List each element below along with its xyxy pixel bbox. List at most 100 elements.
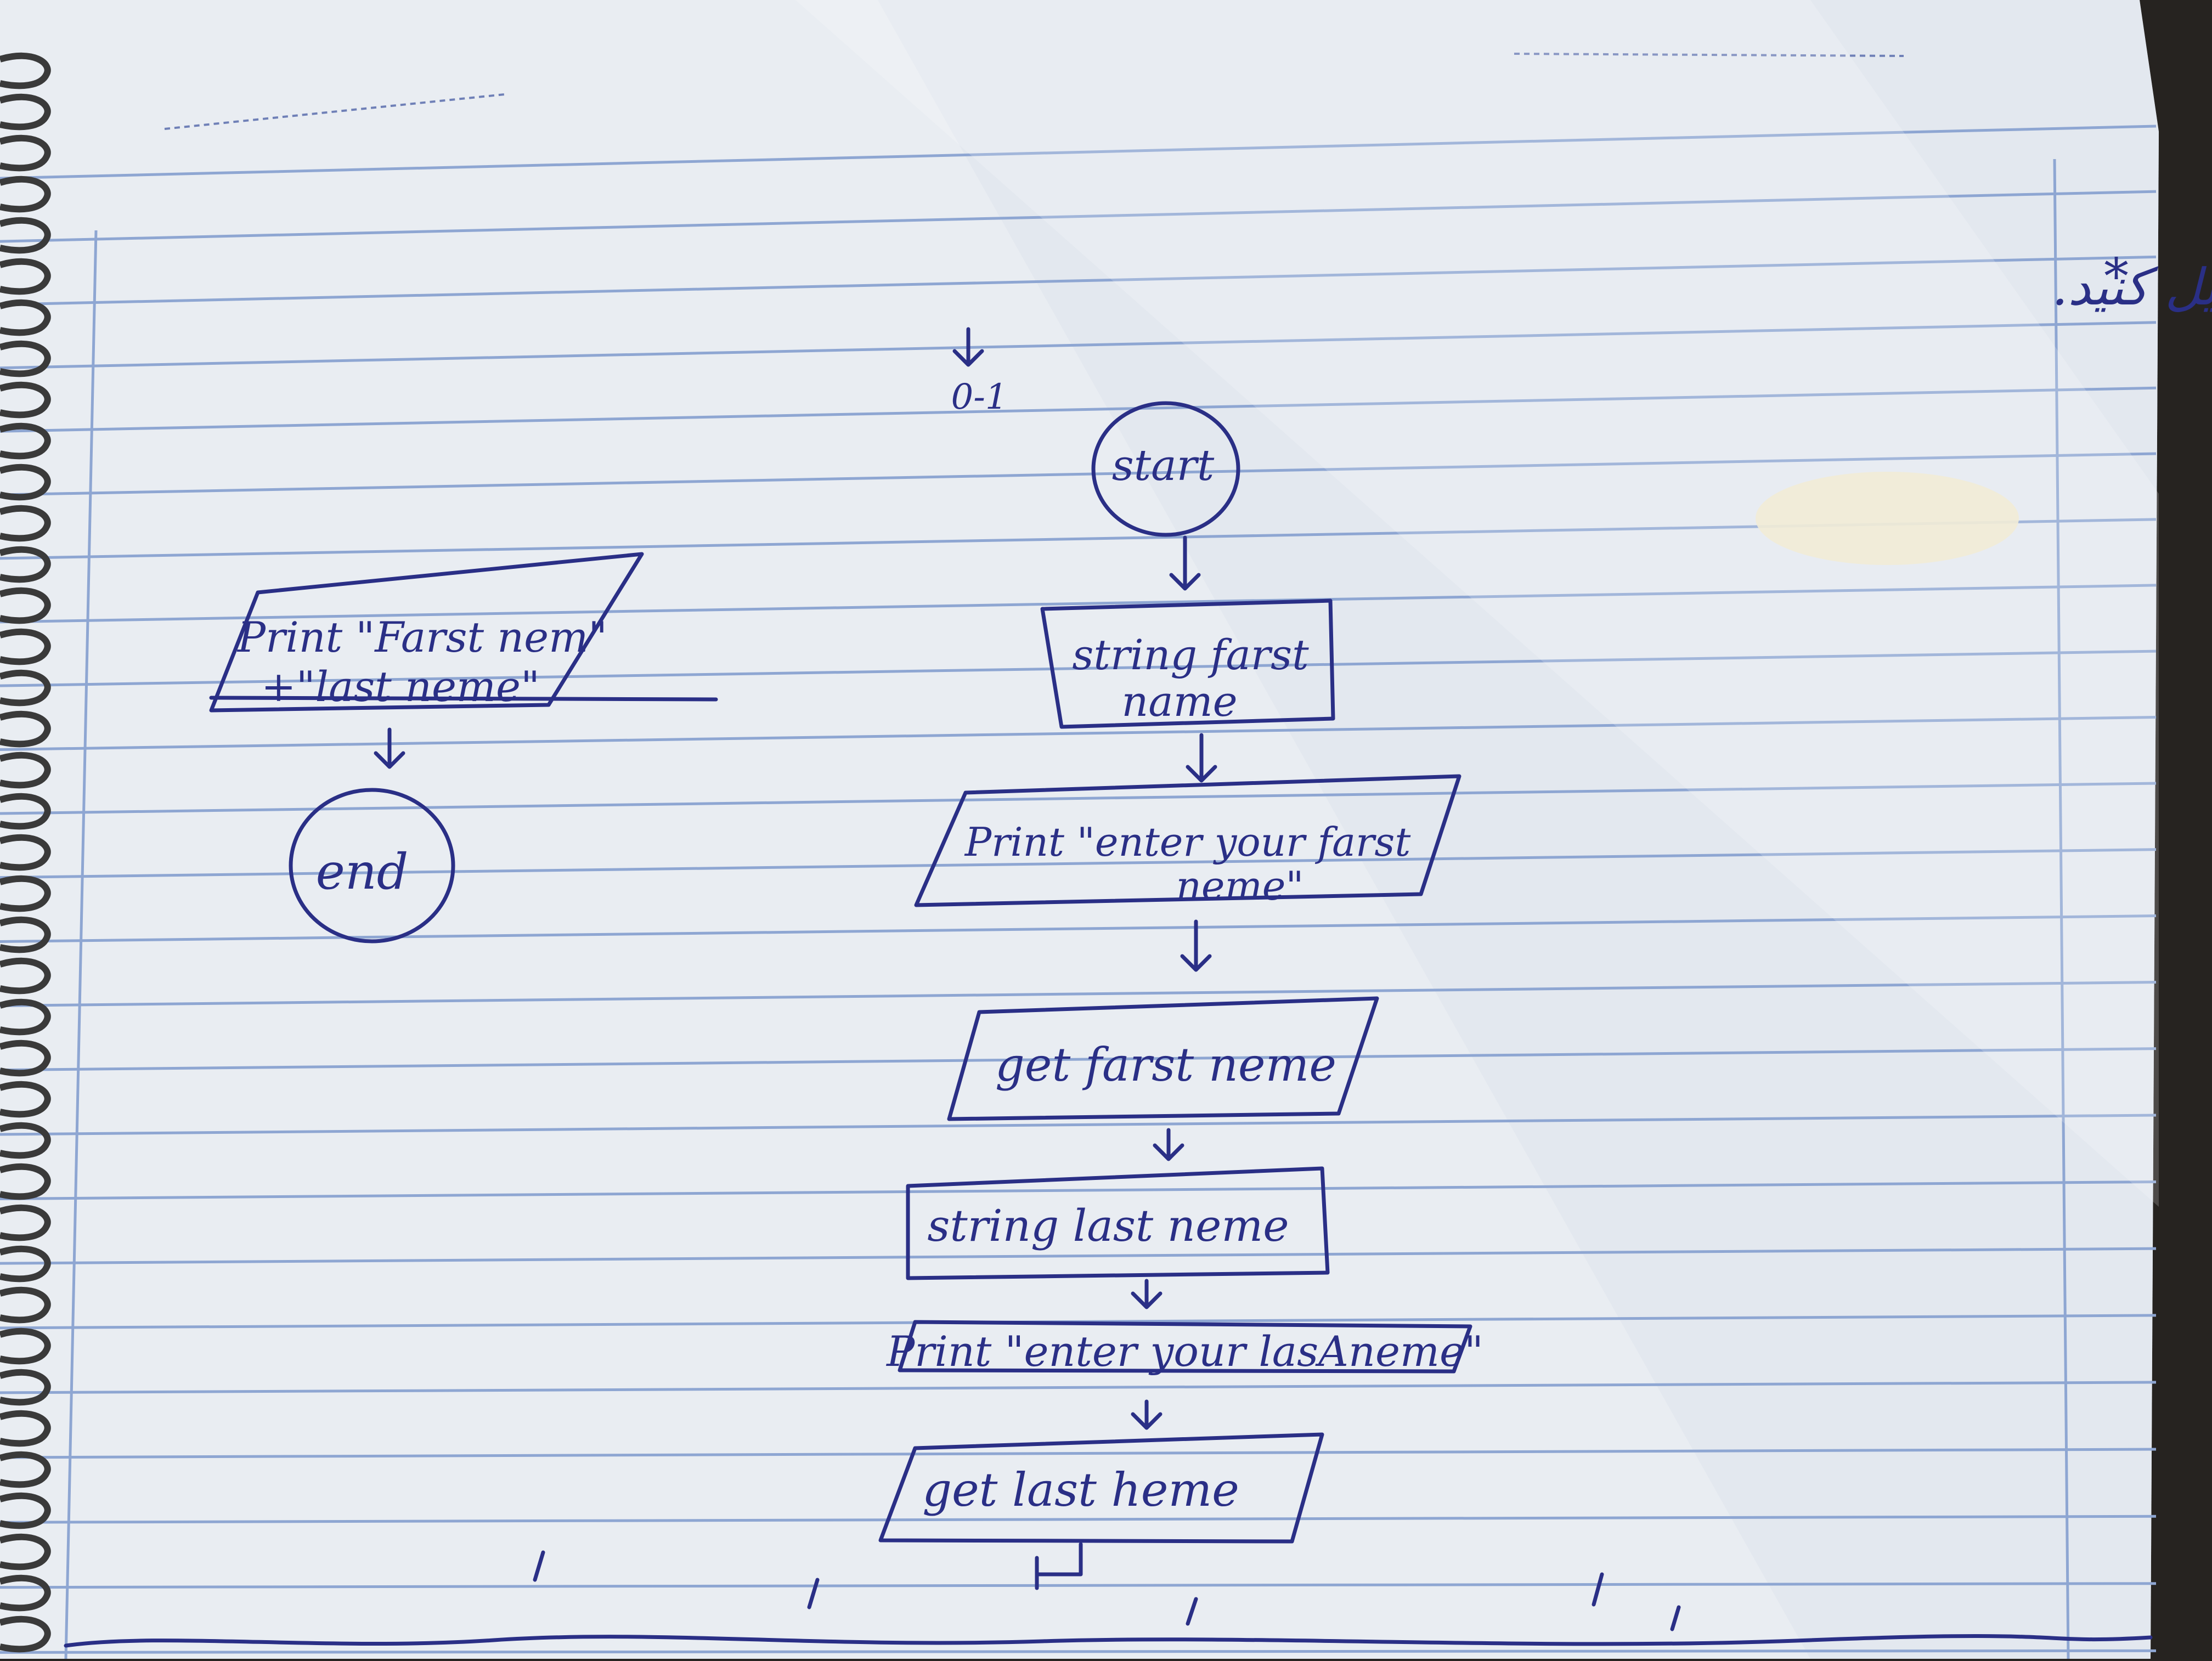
get-last-label: get last heme	[922, 1463, 1239, 1517]
spiral-ring	[0, 752, 51, 789]
spiral-ring	[0, 258, 51, 295]
ruled-line	[0, 1047, 2157, 1072]
paper-shadow	[878, 0, 2159, 1659]
arrow-5	[1131, 1279, 1163, 1309]
ruled-line	[0, 190, 2157, 243]
paper-stain	[1756, 472, 2019, 565]
declare-last-label: string last neme	[927, 1200, 1289, 1251]
ruled-line	[0, 715, 2157, 751]
spiral-ring	[0, 1615, 51, 1653]
ruled-line	[0, 914, 2157, 944]
declare-first-line-2: name	[1121, 677, 1237, 726]
arrow-6	[1131, 1399, 1163, 1430]
header-marker: *	[2104, 248, 2129, 306]
get-last-name-io	[878, 1432, 1324, 1544]
arrow-1	[1169, 535, 1201, 591]
spiral-ring	[0, 299, 51, 336]
margin-line-right	[2053, 159, 2070, 1659]
arrow-down-note	[952, 327, 984, 367]
spiral-ring	[0, 916, 51, 953]
ruled-line	[0, 1649, 2157, 1654]
spiral-ring	[0, 957, 51, 995]
ruled-line	[0, 1582, 2157, 1589]
ruled-lines	[0, 125, 2157, 1654]
ruled-line	[0, 452, 2157, 496]
spiral-ring	[0, 834, 51, 871]
spiral-ring	[0, 1492, 51, 1529]
spiral-ring	[0, 464, 51, 501]
ruled-line	[0, 386, 2157, 433]
spiral-ring	[0, 176, 51, 213]
spiral-ring	[0, 134, 51, 172]
spiral-ring	[0, 546, 51, 583]
prompt-first-name-io	[914, 774, 1462, 907]
arrow-to-end	[374, 727, 405, 769]
arrow-2	[1186, 733, 1217, 783]
spiral-ring	[0, 875, 51, 912]
spiral-ring	[0, 1039, 51, 1077]
spiral-ring	[0, 340, 51, 377]
print-result-line-1: Print "Farst nem"	[236, 613, 607, 662]
print-result-underline	[209, 696, 718, 702]
declare-first-line-1: string farst	[1072, 630, 1309, 679]
spiral-ring	[0, 381, 51, 419]
ruled-line	[0, 1515, 2157, 1524]
spiral-ring	[0, 52, 51, 89]
ruled-line	[0, 1448, 2157, 1459]
spiral-ring	[0, 669, 51, 707]
spiral-ring	[0, 1163, 51, 1200]
bottom-handwriting-fragment	[64, 1550, 2153, 1648]
prompt-last-label: Print "enter your lasAneme"	[885, 1327, 1483, 1376]
header-note: 0-1	[951, 377, 1007, 417]
print-result-io	[209, 552, 644, 713]
spiral-binding	[0, 52, 51, 1653]
spiral-ring	[0, 710, 51, 748]
spiral-ring	[0, 1369, 51, 1406]
spiral-ring	[0, 1533, 51, 1570]
prompt-first-line-1: Print "enter your farst	[964, 819, 1412, 865]
declare-first-name-process	[1040, 598, 1335, 729]
spiral-ring	[0, 1410, 51, 1447]
dotted-line-top-left	[164, 93, 505, 130]
spiral-ring	[0, 1574, 51, 1612]
print-result-line-2: +"last neme"	[261, 662, 540, 711]
spiral-ring	[0, 628, 51, 665]
spiral-ring	[0, 793, 51, 830]
spiral-ring	[0, 998, 51, 1036]
margin-line-left	[64, 230, 98, 1659]
connector-bottom	[1035, 1542, 1083, 1590]
ruled-line	[0, 1247, 2157, 1265]
spiral-ring	[0, 587, 51, 624]
ruled-line	[0, 125, 2157, 180]
spiral-ring	[0, 1286, 51, 1324]
arrow-3	[1180, 919, 1212, 972]
start-label: start	[1112, 441, 1215, 490]
header-title-persian: نام خود را از جدول اسکی حرف به حرف استخر…	[2052, 258, 2212, 317]
get-first-label: get farst neme	[995, 1038, 1336, 1092]
spiral-ring	[0, 217, 51, 254]
spiral-ring	[0, 1204, 51, 1241]
ruled-line	[0, 649, 2157, 687]
ruled-line	[0, 848, 2157, 879]
spiral-ring	[0, 93, 51, 131]
end-terminal	[289, 788, 455, 944]
end-label: end	[316, 843, 409, 901]
light-glare	[795, 0, 2159, 1207]
spiral-ring	[0, 1245, 51, 1283]
ruled-line	[0, 584, 2157, 624]
get-first-name-io	[947, 996, 1379, 1121]
spiral-ring	[0, 505, 51, 542]
ruled-line	[0, 782, 2157, 815]
prompt-last-name-io	[898, 1320, 1472, 1374]
ruled-line	[0, 1180, 2157, 1200]
declare-last-name-process	[906, 1166, 1330, 1280]
arrow-4	[1153, 1128, 1184, 1161]
spiral-ring	[0, 1081, 51, 1118]
ruled-line	[0, 1114, 2157, 1136]
start-terminal	[1091, 401, 1240, 537]
spiral-ring	[0, 1122, 51, 1159]
spiral-ring	[0, 1327, 51, 1365]
ruled-line	[0, 255, 2157, 306]
